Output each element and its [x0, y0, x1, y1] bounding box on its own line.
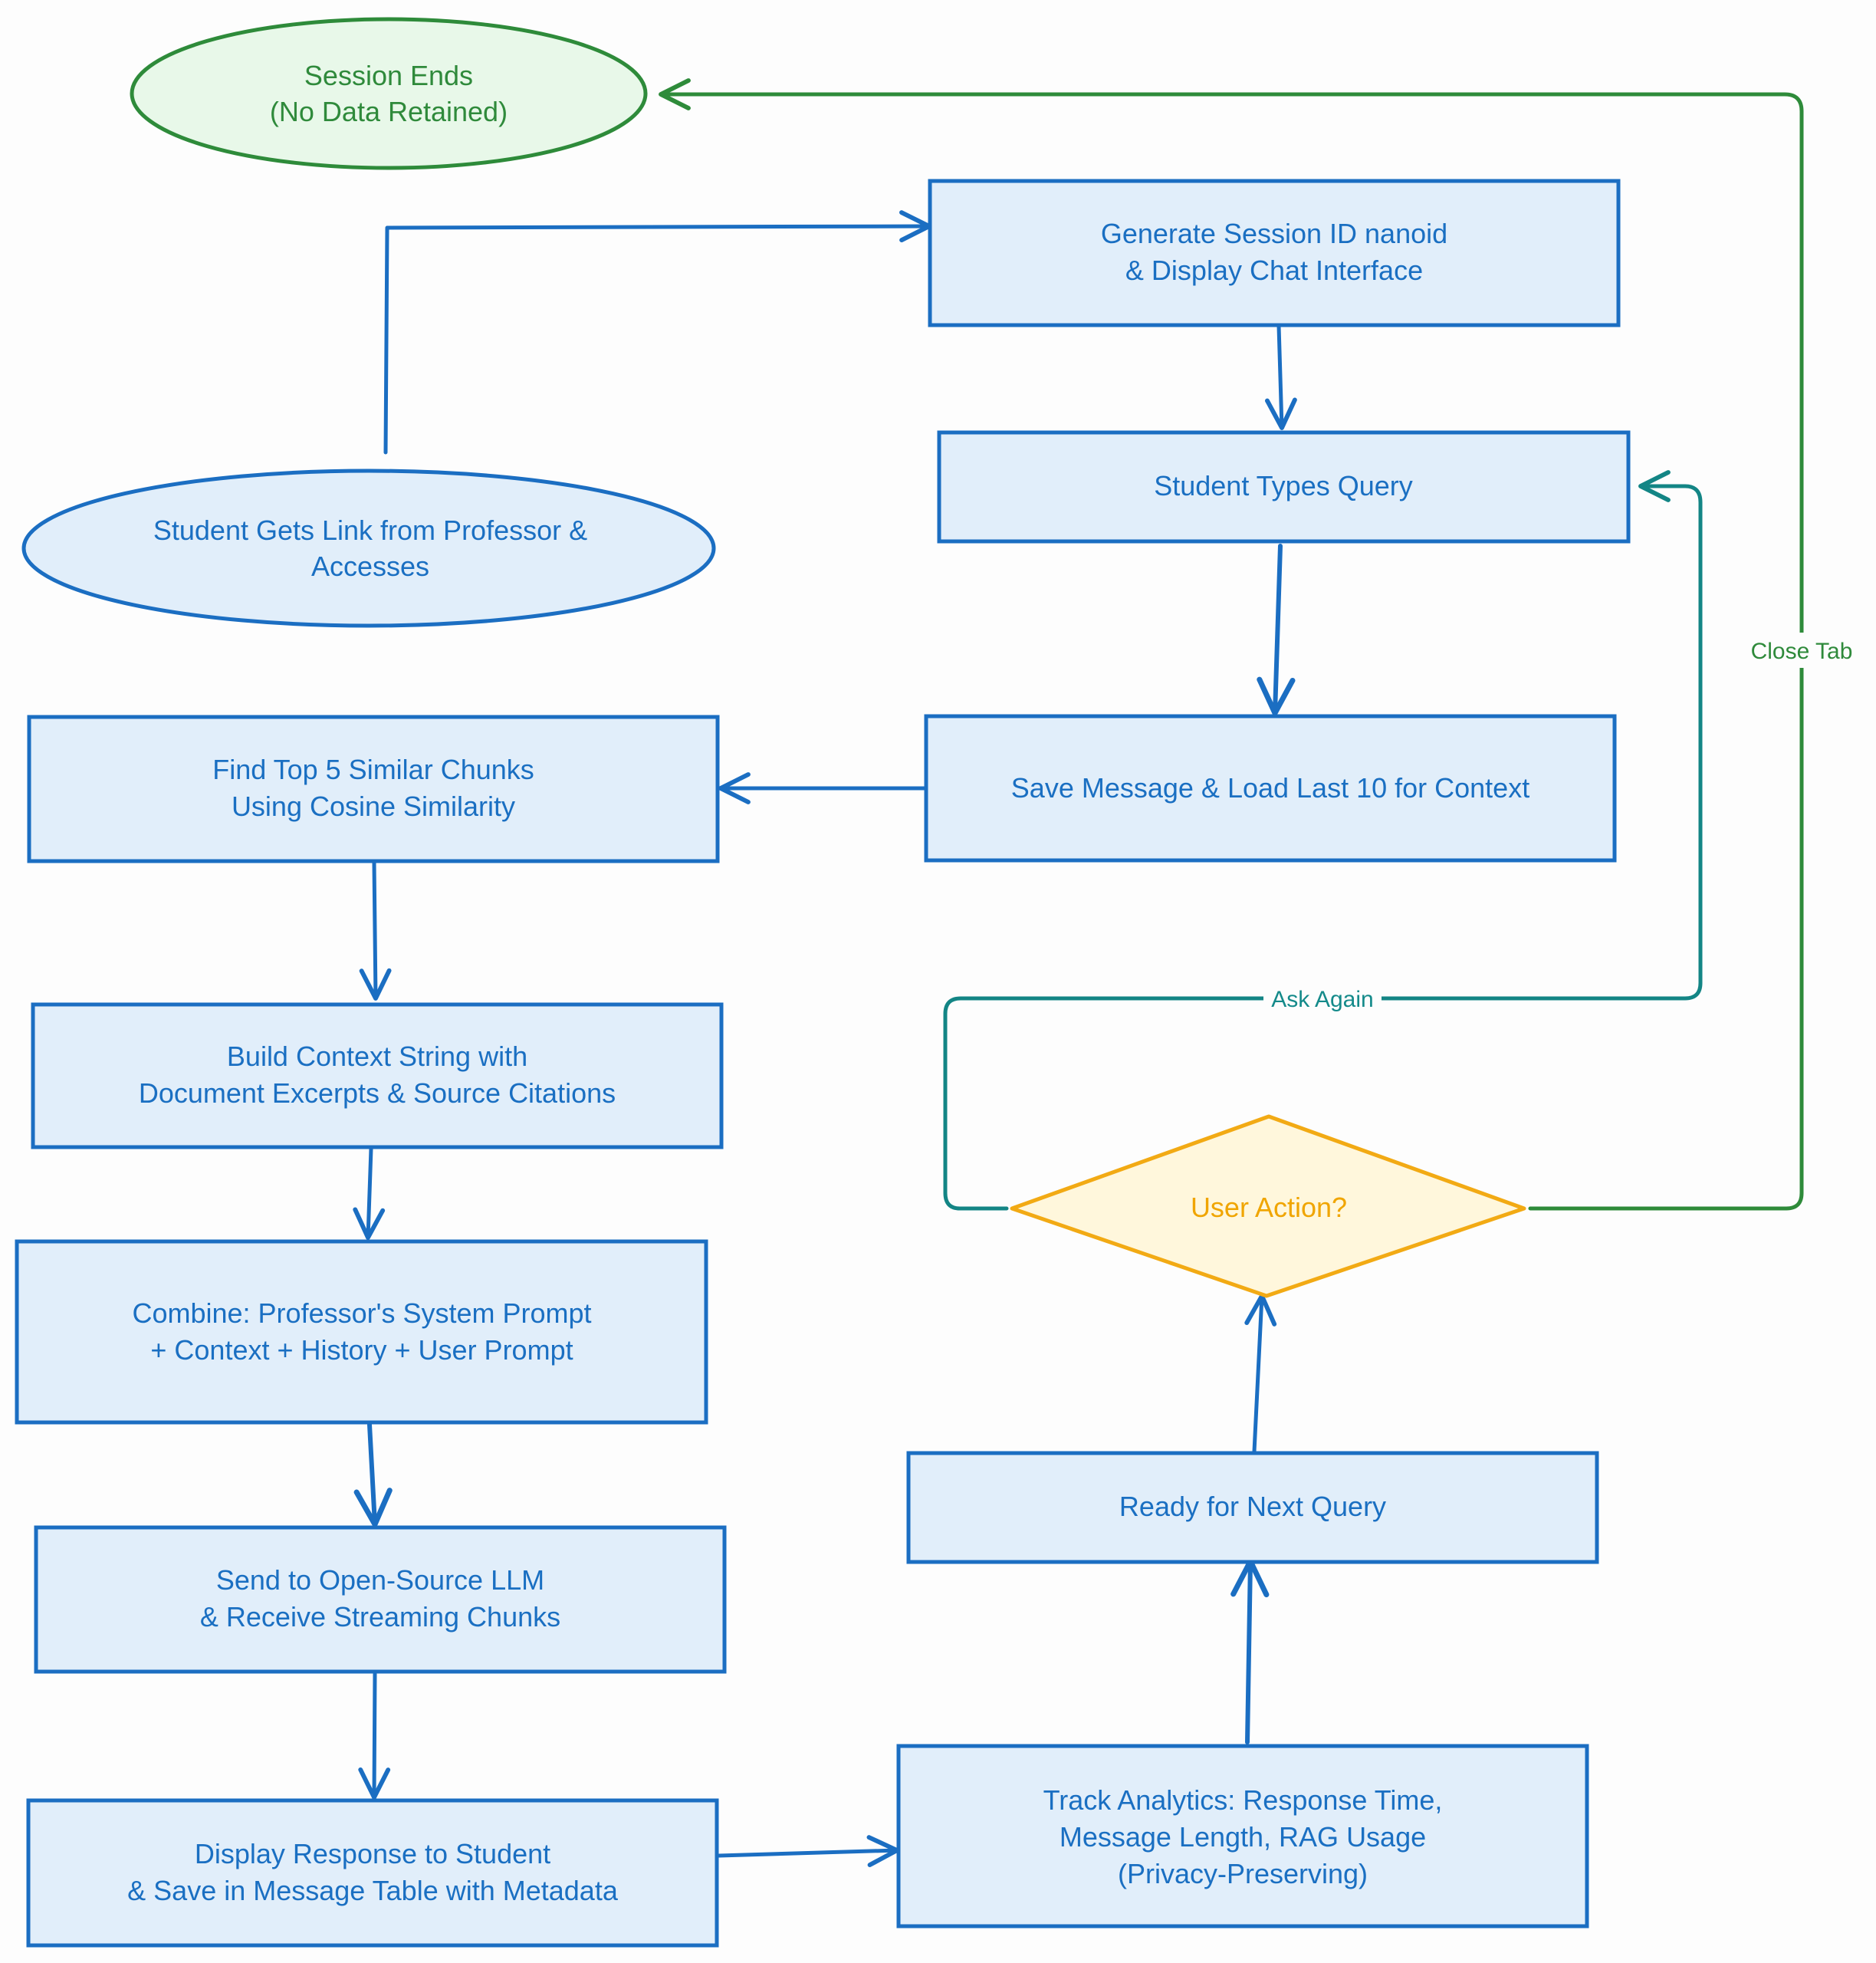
edge-send-to-display [358, 1672, 391, 1800]
display-response-line1: Display Response to Student [195, 1838, 550, 1869]
edge-label-close-tab: Close Tab [1740, 633, 1863, 668]
ready-next-line1: Ready for Next Query [1119, 1491, 1386, 1522]
build-context-line2: Document Excerpts & Source Citations [139, 1077, 616, 1109]
find-top5-line1: Find Top 5 Similar Chunks [212, 754, 534, 785]
node-send-llm: Send to Open-Source LLM & Receive Stream… [34, 1525, 727, 1674]
node-user-action: User Action? [1010, 1114, 1526, 1298]
save-message-line1: Save Message & Load Last 10 for Context [1011, 772, 1529, 804]
node-student-link: Student Gets Link from Professor & Acces… [21, 469, 716, 628]
edge-label-ask-again: Ask Again [1263, 982, 1382, 1014]
edge-display-to-track [717, 1835, 899, 1868]
generate-session-line2: & Display Chat Interface [1125, 255, 1423, 286]
node-find-top5: Find Top 5 Similar Chunks Using Cosine S… [27, 715, 720, 863]
edge-generate-to-types [1265, 324, 1297, 430]
track-analytics-line2: Message Length, RAG Usage [1060, 1821, 1426, 1853]
build-context-line1: Build Context String with [227, 1041, 527, 1072]
close-tab-label: Close Tab [1751, 639, 1853, 664]
node-save-message: Save Message & Load Last 10 for Context [924, 714, 1617, 863]
node-display-response: Display Response to Student & Save in Me… [26, 1798, 719, 1948]
edge-track-to-ready [1230, 1558, 1270, 1744]
node-generate-session: Generate Session ID nanoid & Display Cha… [928, 179, 1621, 327]
node-session-ends: Session Ends (No Data Retained) [130, 17, 648, 170]
node-student-types: Student Types Query [937, 430, 1631, 544]
node-build-context: Build Context String with Document Excer… [31, 1002, 724, 1149]
edge-combine-to-send [353, 1422, 393, 1527]
generate-session-line1: Generate Session ID nanoid [1101, 218, 1447, 249]
session-ends-line2: (No Data Retained) [270, 96, 508, 127]
student-link-line2: Accesses [311, 551, 429, 582]
combine-line1: Combine: Professor's System Prompt [132, 1297, 591, 1329]
combine-line2: + Context + History + User Prompt [150, 1334, 573, 1366]
edge-find-to-build [359, 860, 392, 1001]
user-action-line1: User Action? [1191, 1192, 1347, 1223]
session-ends-line1: Session Ends [304, 60, 473, 91]
display-response-line2: & Save in Message Table with Metadata [127, 1875, 619, 1906]
edge-link-to-generate [383, 210, 931, 455]
node-ready-next: Ready for Next Query [906, 1451, 1599, 1564]
edge-ready-to-decision [1244, 1294, 1277, 1454]
ask-again-label: Ask Again [1271, 987, 1373, 1012]
student-types-line1: Student Types Query [1154, 470, 1413, 501]
send-llm-line1: Send to Open-Source LLM [216, 1564, 544, 1596]
edge-build-to-combine [353, 1146, 386, 1240]
node-track-analytics: Track Analytics: Response Time, Message … [896, 1744, 1589, 1928]
student-link-line1: Student Gets Link from Professor & [153, 515, 587, 546]
send-llm-line2: & Receive Streaming Chunks [200, 1601, 560, 1633]
track-analytics-line3: (Privacy-Preserving) [1118, 1858, 1368, 1889]
edge-types-to-save [1257, 544, 1296, 716]
track-analytics-line1: Track Analytics: Response Time, [1043, 1784, 1443, 1816]
node-combine: Combine: Professor's System Prompt + Con… [15, 1239, 708, 1425]
find-top5-line2: Using Cosine Similarity [232, 791, 515, 822]
